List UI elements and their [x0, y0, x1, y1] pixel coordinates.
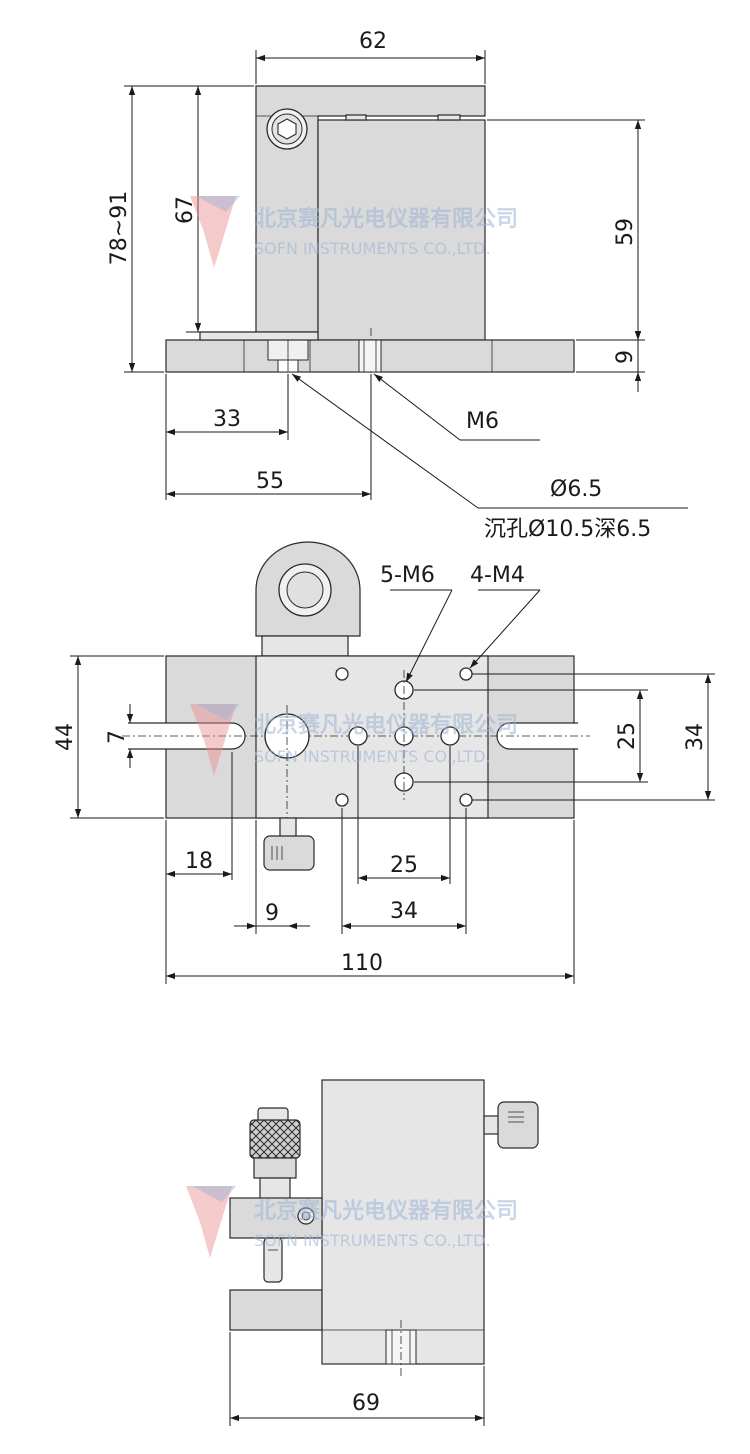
watermark-company-cn: 北京赛凡光电仪器有限公司	[254, 1198, 518, 1224]
watermark-company-en: SOFN INSTRUMENTS CO.,LTD.	[254, 747, 491, 766]
holes-5-m6-label: 5-M6	[380, 563, 435, 588]
dim-69-label: 69	[352, 1391, 380, 1416]
dim-55-label: 55	[256, 469, 284, 494]
side-base	[229, 1289, 323, 1331]
watermark-side: 北京赛凡光电仪器有限公司 SOFN INSTRUMENTS CO.,LTD.	[186, 1186, 518, 1258]
watermark-logo-icon	[190, 196, 236, 268]
dim-59-label: 59	[613, 218, 638, 246]
watermark-company-cn: 北京赛凡光电仪器有限公司	[254, 712, 518, 738]
top-view: 5-M6 4-M4 44 7 25 34 18 2	[53, 541, 715, 984]
watermark-top: 北京赛凡光电仪器有限公司 SOFN INSTRUMENTS CO.,LTD.	[190, 704, 518, 776]
dim-25-vertical-label: 25	[615, 722, 640, 750]
dim-78-91-label: 78~91	[107, 191, 132, 265]
cap-screw-icon	[266, 108, 308, 150]
m6-label: M6	[466, 409, 499, 434]
dim-110-label: 110	[341, 951, 383, 976]
locking-knob-icon	[263, 817, 315, 871]
watermark-company-en: SOFN INSTRUMENTS CO.,LTD.	[254, 1231, 491, 1250]
main-body	[317, 114, 486, 380]
dim-34-vertical-label: 34	[683, 723, 708, 751]
front-view: 62 78~91 67 59 9 33 55 M6	[107, 29, 688, 542]
watermark-company-cn: 北京赛凡光电仪器有限公司	[254, 206, 518, 232]
bracket	[255, 85, 486, 333]
side-view: 69	[229, 1079, 539, 1426]
dim-44-label: 44	[53, 723, 78, 751]
watermark-front: 北京赛凡光电仪器有限公司 SOFN INSTRUMENTS CO.,LTD.	[190, 196, 518, 268]
side-body	[321, 1079, 485, 1365]
dim-34-horizontal-label: 34	[390, 899, 418, 924]
watermark-logo-icon	[186, 1186, 232, 1258]
watermark-company-en: SOFN INSTRUMENTS CO.,LTD.	[254, 239, 491, 258]
dim-33-label: 33	[213, 407, 241, 432]
dim-9-label: 9	[613, 350, 638, 364]
counterbore-label: 沉孔Ø10.5深6.5	[484, 517, 651, 542]
base-plate-top	[122, 655, 590, 830]
base-plate	[165, 331, 575, 373]
pivot-lug	[255, 541, 361, 657]
dim-25-horizontal-label: 25	[390, 853, 418, 878]
hole-dia-label: Ø6.5	[550, 477, 602, 502]
dim-67-label: 67	[173, 196, 198, 224]
watermark-logo-icon	[190, 704, 236, 776]
dim-62-label: 62	[359, 29, 387, 54]
dim-7-label: 7	[105, 730, 130, 744]
holes-4-m4-label: 4-M4	[470, 563, 525, 588]
dim-18-label: 18	[185, 849, 213, 874]
micrometer-icon	[229, 1107, 323, 1283]
dim-9-label: 9	[265, 901, 279, 926]
side-knob-icon	[483, 1101, 539, 1149]
